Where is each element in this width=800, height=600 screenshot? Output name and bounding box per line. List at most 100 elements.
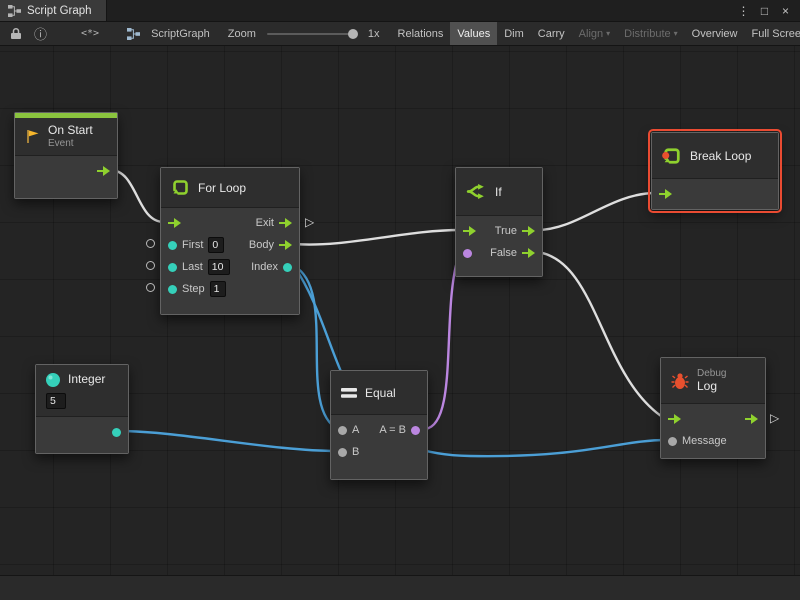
chevron-down-icon: ▾ bbox=[673, 28, 678, 38]
bug-icon bbox=[670, 371, 690, 391]
b-port[interactable] bbox=[338, 447, 347, 457]
port-row: True bbox=[456, 220, 542, 242]
window-maximize-button[interactable]: □ bbox=[760, 3, 769, 18]
window-controls: ⋮ □ × bbox=[735, 0, 800, 21]
node-title: If bbox=[495, 184, 502, 199]
code-hint-icon[interactable]: <*> bbox=[81, 28, 100, 39]
graph-name-label: ScriptGraph bbox=[151, 27, 210, 40]
a-port[interactable] bbox=[338, 425, 347, 435]
node-header: For Loop bbox=[161, 168, 299, 208]
wire-false-to-debuglog[interactable] bbox=[535, 250, 666, 420]
node-title: On Start bbox=[48, 122, 93, 137]
control-out-port[interactable] bbox=[97, 166, 110, 176]
node-equal[interactable]: Equal A A = B B bbox=[330, 370, 428, 480]
status-bar bbox=[0, 575, 800, 600]
node-header: Equal bbox=[331, 371, 427, 415]
first-port-label: First bbox=[182, 239, 204, 251]
tab-script-graph[interactable]: Script Graph bbox=[0, 0, 107, 21]
align-label: Align bbox=[578, 27, 604, 40]
node-header: Integer bbox=[36, 365, 128, 417]
step-port[interactable] bbox=[168, 284, 177, 294]
index-port[interactable] bbox=[283, 262, 292, 272]
full-screen-button[interactable]: Full Screen bbox=[744, 22, 800, 45]
tab-title: Script Graph bbox=[27, 4, 92, 17]
port-row bbox=[661, 408, 765, 430]
carry-button[interactable]: Carry bbox=[531, 22, 572, 45]
step-value-input[interactable] bbox=[209, 281, 226, 297]
wire-index-to-message[interactable] bbox=[292, 264, 669, 458]
zoom-value: 1x bbox=[367, 27, 380, 40]
last-value-input[interactable] bbox=[207, 259, 230, 275]
wire-layer bbox=[108, 168, 669, 458]
unconnected-port-indicator bbox=[146, 283, 155, 292]
values-button[interactable]: Values bbox=[450, 22, 498, 45]
align-button[interactable]: Align▾ bbox=[572, 22, 617, 45]
node-header: On Start Event bbox=[15, 118, 117, 156]
node-integer[interactable]: Integer bbox=[35, 364, 129, 454]
node-for-loop[interactable]: For Loop Exit First Body Last Index Step bbox=[160, 167, 300, 315]
integer-value-input[interactable] bbox=[46, 393, 66, 409]
result-port-label: A = B bbox=[379, 424, 406, 436]
last-port[interactable] bbox=[168, 262, 177, 272]
zoom-label: Zoom bbox=[227, 27, 256, 40]
node-subtitle: Event bbox=[48, 138, 74, 150]
last-port-label: Last bbox=[182, 261, 203, 273]
false-port[interactable] bbox=[522, 248, 535, 258]
step-port-label: Step bbox=[182, 283, 205, 295]
overview-label: Overview bbox=[691, 27, 738, 40]
exit-port-label: Exit bbox=[255, 217, 274, 229]
zoom-slider-handle[interactable] bbox=[347, 28, 358, 39]
relations-button[interactable]: Relations bbox=[391, 22, 451, 45]
integer-output-port[interactable] bbox=[112, 427, 121, 437]
index-port-label: Index bbox=[251, 261, 278, 273]
overview-button[interactable]: Overview bbox=[685, 22, 745, 45]
distribute-label: Distribute bbox=[624, 27, 671, 40]
port-row: A A = B bbox=[331, 419, 427, 441]
info-icon[interactable]: ⓘ bbox=[34, 27, 48, 42]
window-close-button[interactable]: × bbox=[781, 3, 789, 18]
wire-onstart-to-forloop[interactable] bbox=[108, 168, 166, 224]
a-port-label: A bbox=[352, 424, 360, 436]
result-port[interactable] bbox=[411, 425, 420, 435]
full-screen-label: Full Screen bbox=[751, 27, 800, 40]
lock-icon[interactable] bbox=[4, 22, 28, 45]
first-port[interactable] bbox=[168, 240, 177, 250]
message-port[interactable] bbox=[668, 436, 677, 446]
graph-canvas[interactable]: On Start Event For Loop bbox=[0, 46, 800, 575]
node-header: If bbox=[456, 168, 542, 216]
control-in-port[interactable] bbox=[668, 414, 681, 424]
control-out-port[interactable] bbox=[745, 414, 758, 424]
exit-port[interactable] bbox=[279, 218, 292, 228]
node-title: Log bbox=[697, 378, 718, 393]
port-row: Message bbox=[661, 430, 765, 452]
event-color-strip bbox=[15, 113, 117, 118]
titlebar: Script Graph ⋮ □ × bbox=[0, 0, 800, 22]
wire-body-to-if[interactable] bbox=[292, 228, 462, 246]
zoom-slider[interactable] bbox=[266, 28, 358, 39]
first-value-input[interactable] bbox=[208, 237, 225, 253]
node-on-start[interactable]: On Start Event bbox=[14, 112, 118, 199]
control-in-port[interactable] bbox=[463, 226, 476, 236]
node-if[interactable]: If True False bbox=[455, 167, 543, 277]
wire-equal-to-if-condition[interactable] bbox=[423, 250, 462, 431]
wire-integer-to-equal-b[interactable] bbox=[116, 429, 340, 453]
node-title: For Loop bbox=[198, 180, 247, 195]
relation-triangle-icon: ▷ bbox=[770, 411, 780, 425]
body-port[interactable] bbox=[279, 240, 292, 250]
distribute-button[interactable]: Distribute▾ bbox=[617, 22, 684, 45]
unconnected-port-indicator bbox=[146, 261, 155, 270]
wire-index-to-equal-a[interactable] bbox=[292, 264, 340, 431]
condition-port[interactable] bbox=[463, 248, 472, 258]
true-port[interactable] bbox=[522, 226, 535, 236]
node-break-loop[interactable]: Break Loop bbox=[648, 129, 782, 213]
wire-true-to-breakloop[interactable] bbox=[535, 191, 658, 232]
graph-asset-icon bbox=[121, 22, 146, 45]
false-port-label: False bbox=[490, 247, 517, 259]
control-in-port[interactable] bbox=[659, 189, 672, 199]
window-menu-button[interactable]: ⋮ bbox=[737, 3, 750, 18]
node-debug-log[interactable]: Debug Log Message bbox=[660, 357, 766, 459]
control-in-port[interactable] bbox=[168, 218, 181, 228]
dim-button[interactable]: Dim bbox=[497, 22, 531, 45]
carry-label: Carry bbox=[537, 27, 565, 40]
